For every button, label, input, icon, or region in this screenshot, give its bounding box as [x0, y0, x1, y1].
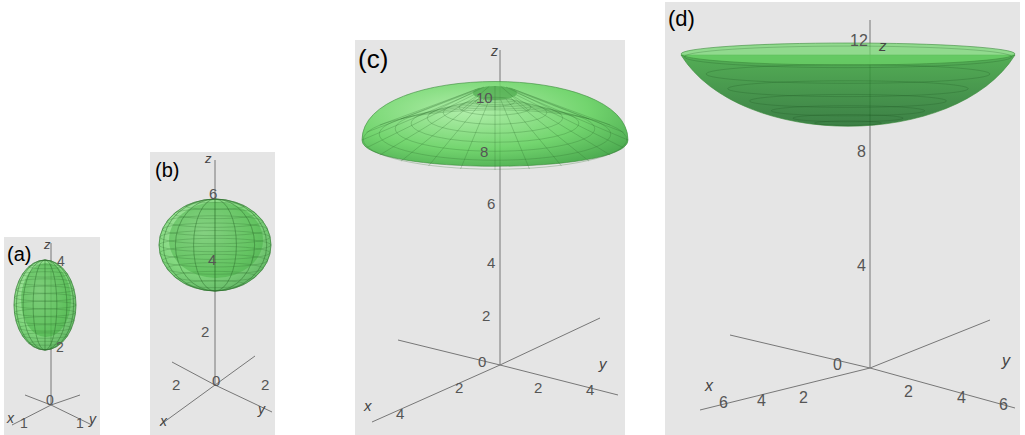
- tick-label: 1: [20, 416, 28, 430]
- mesh-line: [16, 260, 73, 350]
- mesh-line: [501, 100, 530, 169]
- mesh-line: [215, 199, 216, 291]
- tick-label: 6: [719, 395, 728, 411]
- axis-label: x: [160, 414, 167, 428]
- tick-label: 2: [201, 324, 209, 339]
- panel-ground: [665, 2, 1020, 435]
- panel-letter: (c): [358, 46, 388, 72]
- mesh-line: [380, 97, 476, 156]
- tick-label: 2: [799, 390, 808, 406]
- surface-b: [159, 199, 271, 291]
- mesh-line: [516, 95, 623, 148]
- axis-label: y: [599, 356, 607, 371]
- mesh-line: [194, 199, 237, 291]
- tick-label: 2: [261, 377, 269, 392]
- tick-label: 2: [482, 308, 490, 323]
- mesh-line: [163, 199, 266, 291]
- mesh-line: [495, 100, 496, 170]
- tick-label: 1: [76, 416, 84, 430]
- tick-label: 4: [957, 390, 966, 406]
- tick-label: 8: [480, 144, 488, 159]
- mesh-line: [684, 46, 1011, 68]
- mesh-line: [14, 260, 76, 350]
- tick-label: 2: [904, 384, 913, 400]
- tick-label: 4: [586, 382, 594, 397]
- tick-label: 10: [476, 90, 493, 105]
- surface-c: [362, 82, 628, 171]
- mesh-line: [401, 98, 479, 161]
- mesh-line: [33, 260, 57, 350]
- axis-label: x: [7, 411, 14, 425]
- mesh-line: [16, 260, 73, 350]
- mesh-line: [175, 199, 254, 291]
- mesh-lines: [362, 86, 628, 170]
- mesh-line: [175, 199, 254, 291]
- axes: [12, 20, 1015, 425]
- tick-label: 2: [172, 377, 180, 392]
- panel-ground: [4, 237, 100, 435]
- panel-letter: (b): [155, 160, 179, 180]
- mesh-line: [367, 91, 474, 132]
- tick-label: 4: [857, 258, 866, 274]
- mesh-line: [33, 260, 57, 350]
- tick-label: 8: [857, 144, 866, 160]
- axis-label: z: [491, 44, 498, 58]
- tick-label: 4: [396, 406, 404, 421]
- panel-ground: [150, 152, 275, 435]
- mesh-lines: [684, 46, 1011, 125]
- axis-label: x: [364, 398, 372, 413]
- tick-label: 4: [757, 393, 766, 409]
- panel-letter: (a): [7, 244, 31, 264]
- mesh-lines: [14, 260, 76, 350]
- axis-label: z: [44, 238, 51, 251]
- mesh-line: [194, 199, 237, 291]
- mesh-line: [495, 86, 496, 110]
- surface-a: [14, 260, 76, 350]
- mesh-line: [429, 87, 485, 114]
- axis-label: y: [89, 412, 96, 426]
- axis-label: x: [705, 378, 713, 394]
- tick-label: 4: [487, 255, 495, 270]
- tick-label: 2: [534, 380, 542, 395]
- mesh-line: [367, 95, 474, 148]
- tick-label: 0: [46, 393, 54, 407]
- mesh-line: [362, 93, 473, 140]
- tick-label: 6: [487, 196, 495, 211]
- panel-letter: (d): [668, 8, 695, 30]
- axis-label: z: [879, 38, 887, 53]
- surface-d: [681, 43, 1015, 126]
- tick-label: 0: [212, 373, 220, 388]
- mesh-line: [506, 87, 562, 114]
- mesh-line: [401, 88, 479, 119]
- mesh-line: [163, 199, 266, 291]
- tick-label: 0: [478, 354, 486, 369]
- tick-label: 4: [57, 254, 65, 268]
- mesh-lines: [159, 199, 271, 291]
- axis-label: z: [205, 152, 212, 165]
- tick-label: 2: [56, 340, 64, 354]
- mesh-line: [516, 91, 623, 132]
- tick-label: 2: [455, 380, 463, 395]
- mesh-line: [45, 260, 46, 350]
- mesh-line: [23, 260, 67, 350]
- tick-label: 12: [850, 33, 868, 49]
- axis-label: y: [1002, 353, 1010, 369]
- tick-label: 4: [208, 252, 216, 267]
- mesh-line: [159, 199, 271, 291]
- tick-label: 6: [209, 186, 217, 201]
- mesh-line: [23, 260, 67, 350]
- axis-label: y: [258, 402, 265, 416]
- tick-label: 0: [833, 357, 842, 373]
- tick-label: 6: [999, 397, 1008, 413]
- mesh-line: [514, 90, 610, 126]
